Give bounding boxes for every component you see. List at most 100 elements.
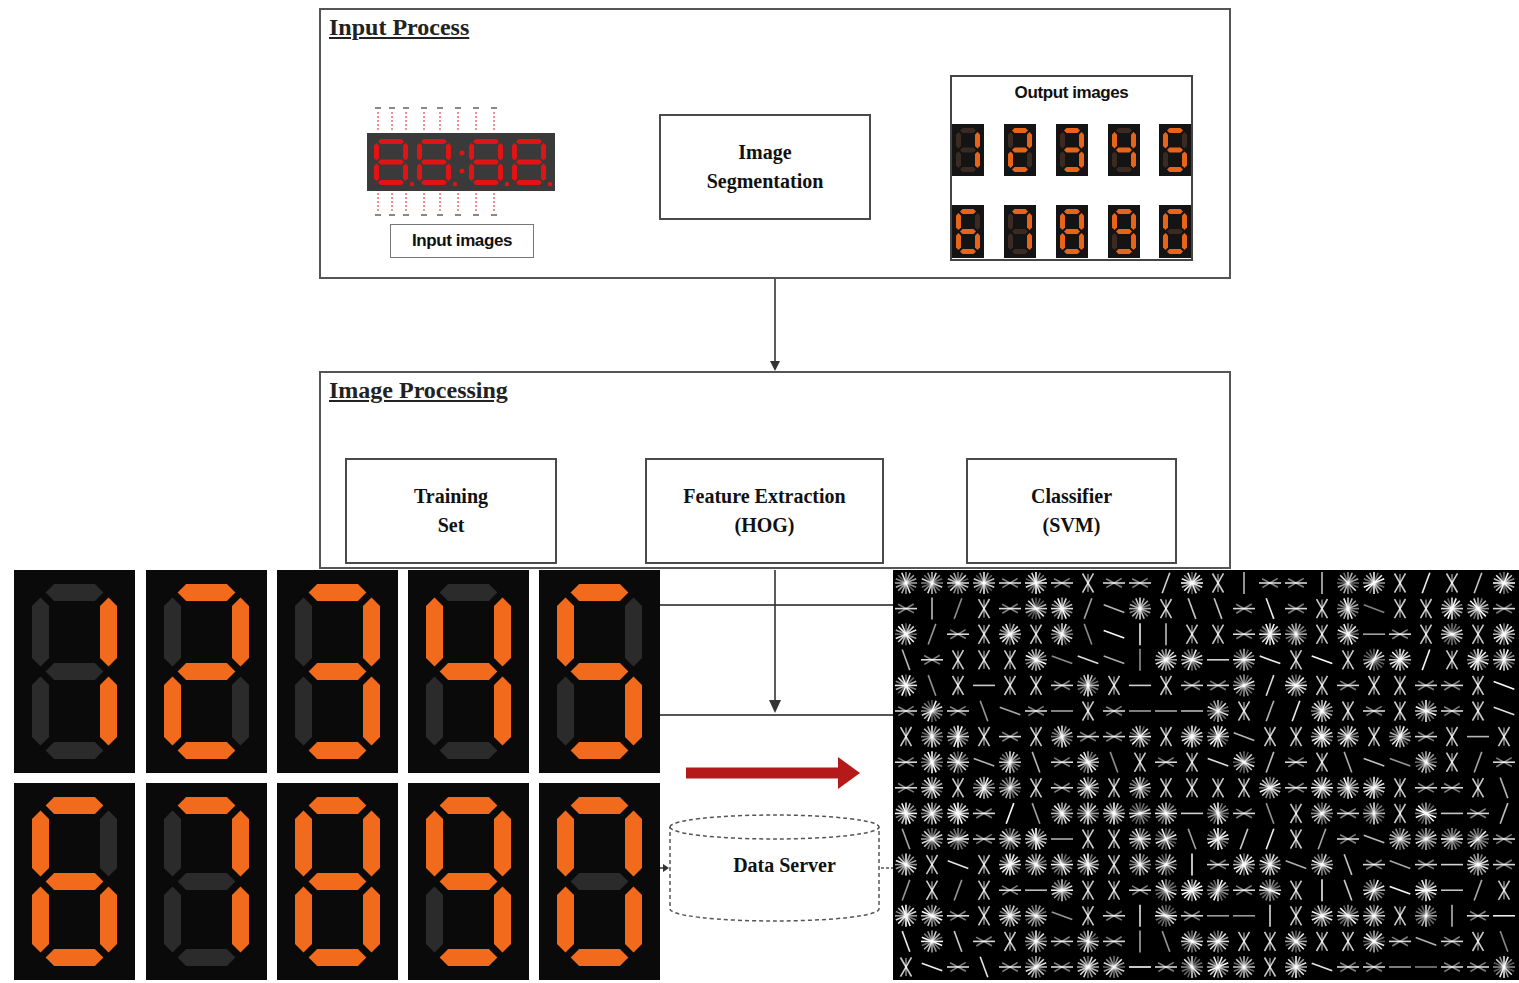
display-segment — [1163, 152, 1168, 169]
display-segment — [374, 164, 379, 182]
section-heading: Input Process — [329, 14, 469, 41]
hog-gradient — [928, 624, 936, 645]
hog-gradient — [1442, 604, 1462, 612]
pin-lead — [378, 112, 379, 131]
hog-gradient — [1395, 906, 1406, 925]
hog-gradient — [1052, 886, 1072, 894]
display-segment — [1167, 128, 1183, 133]
hog-gradient — [1366, 963, 1382, 972]
hog-gradient — [902, 931, 910, 952]
database-cylinder: Data Server — [668, 813, 901, 923]
hog-gradient — [1340, 681, 1355, 690]
hog-gradient — [1135, 753, 1146, 772]
hog-gradient — [1184, 911, 1199, 920]
display-segment — [1064, 209, 1080, 214]
hog-gradient — [1161, 676, 1172, 695]
box-label: Feature Extraction (HOG) — [662, 482, 867, 540]
display-segment — [295, 598, 312, 667]
display-segment — [625, 887, 642, 953]
display-segment — [46, 742, 104, 759]
digit-cell — [14, 570, 135, 773]
hog-gradient — [1468, 860, 1488, 868]
hog-gradient — [1260, 630, 1280, 638]
display-segment — [440, 873, 498, 890]
hog-gradient — [1031, 778, 1042, 797]
display-segment — [1112, 213, 1117, 230]
hog-gradient — [1444, 937, 1460, 946]
hog-gradient — [954, 931, 962, 952]
hog-gradient — [976, 834, 991, 843]
hog-gradient — [1078, 656, 1099, 664]
hog-gradient — [979, 855, 990, 874]
hog-gradient — [898, 784, 914, 793]
hog-gradient — [1364, 605, 1385, 613]
hog-gradient — [1054, 758, 1070, 767]
hog-gradient — [1317, 932, 1328, 951]
display-segment — [374, 143, 379, 161]
hog-gradient — [1243, 702, 1245, 720]
hog-gradient — [979, 906, 990, 925]
hog-gradient — [1266, 701, 1274, 722]
display-segment — [232, 887, 249, 953]
hog-gradient — [1441, 864, 1463, 866]
display-segment — [469, 164, 474, 182]
hog-gradient — [901, 727, 912, 746]
hog-gradient — [1161, 727, 1172, 746]
hog-gradient — [1416, 835, 1436, 843]
pin-mark — [375, 214, 381, 216]
hog-gradient — [1188, 829, 1196, 850]
hog-gradient — [1399, 907, 1401, 925]
hog-gradient — [1155, 710, 1177, 712]
hog-gradient — [1364, 784, 1384, 792]
digit-cell — [1056, 205, 1088, 258]
hog-gradient — [950, 962, 965, 971]
hog-gradient — [1494, 707, 1515, 715]
hog-gradient — [1468, 656, 1488, 664]
hog-gradient — [1181, 813, 1203, 815]
hog-gradient — [976, 835, 992, 844]
hog-gradient — [1234, 733, 1255, 741]
hog-gradient — [1054, 937, 1069, 946]
hog-gradient — [1109, 778, 1120, 797]
section-heading: Image Processing — [329, 377, 508, 404]
hog-gradient — [1444, 937, 1459, 946]
hog-gradient — [1318, 829, 1326, 850]
display-segment — [32, 811, 49, 877]
hog-gradient — [1005, 650, 1016, 669]
hog-gradient — [1418, 783, 1433, 792]
hog-gradient — [1000, 860, 1020, 868]
hog-gradient — [980, 957, 988, 978]
box-label: Classifier (SVM) — [1012, 482, 1132, 540]
digit-cell — [1056, 124, 1088, 176]
hog-gradient — [1005, 676, 1016, 695]
hog-gradient — [953, 778, 964, 797]
hog-gradient — [1395, 599, 1406, 618]
hog-gradient — [1026, 835, 1046, 843]
hog-gradient — [1451, 728, 1453, 746]
hog-gradient — [1182, 579, 1202, 587]
display-segment — [378, 139, 404, 144]
hog-gradient — [1291, 830, 1302, 849]
hog-gradient — [1165, 779, 1167, 797]
display-segment — [512, 143, 517, 161]
display-segment — [1079, 213, 1084, 230]
hog-gradient — [1291, 881, 1302, 900]
hog-gradient — [1451, 753, 1453, 771]
hog-gradient — [1139, 930, 1141, 952]
hog-gradient — [1390, 861, 1411, 869]
hog-gradient — [1031, 727, 1042, 746]
hog-gradient — [1054, 758, 1069, 767]
hog-gradient — [1312, 732, 1332, 740]
hog-gradient — [1139, 649, 1141, 671]
hog-gradient — [1239, 932, 1250, 951]
hog-gradient — [1002, 604, 1018, 613]
hog-gradient — [1236, 604, 1251, 613]
display-segment — [1163, 132, 1168, 149]
pin-mark — [389, 107, 395, 109]
hog-gradient — [1343, 702, 1354, 721]
display-segment — [232, 677, 249, 746]
hog-gradient — [1292, 701, 1300, 722]
hog-gradient — [1421, 599, 1432, 618]
hog-gradient — [896, 579, 916, 587]
display-segment — [363, 887, 380, 953]
